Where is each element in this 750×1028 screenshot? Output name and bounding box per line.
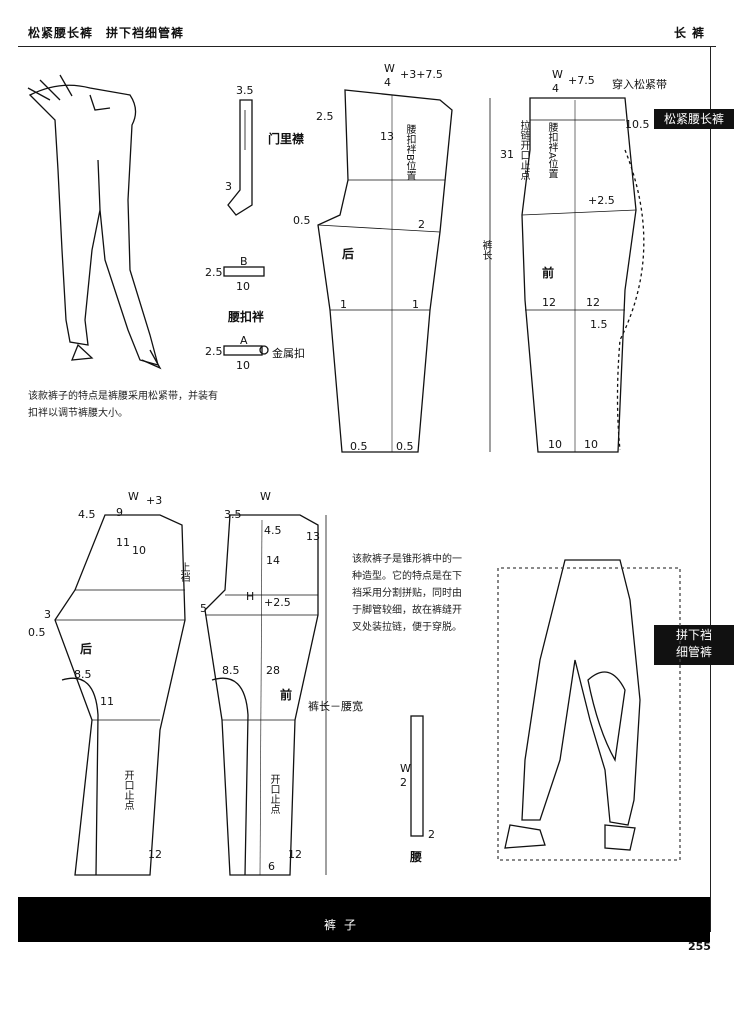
bottom-back-9: 9 bbox=[116, 506, 123, 519]
back-waist-formula-w: W bbox=[384, 62, 395, 75]
fly-label: 门里襟 bbox=[268, 132, 305, 146]
front-waist-plus: +7.5 bbox=[568, 74, 595, 87]
front-label-top: 前 bbox=[542, 266, 555, 280]
bottom-front-8-5: 8.5 bbox=[222, 664, 240, 677]
bottom-front-28: 28 bbox=[266, 664, 280, 677]
page-number: 255 bbox=[688, 940, 711, 953]
description-1: 该款裤子的特点是裤腰采用松紧带，并装有扣袢以调节裤腰大小。 bbox=[28, 391, 218, 419]
side-tab-line-2: 细管裤 bbox=[675, 645, 712, 659]
header-title: 松紧腰长裤 拼下裆细管裤 bbox=[28, 26, 185, 40]
length-minus-waist: 裤长－腰宽 bbox=[308, 700, 363, 713]
bottom-back-12: 12 bbox=[148, 848, 162, 861]
back-waist-plus: +3+7.5 bbox=[400, 68, 443, 81]
bottom-back-8-5: 8.5 bbox=[74, 668, 92, 681]
front-dim-1-5: 1.5 bbox=[590, 318, 608, 331]
side-tab-line-1: 拼下裆 bbox=[675, 628, 712, 642]
zip-stop-label: 拉链开口止点 bbox=[518, 120, 529, 180]
front-waist-w: W bbox=[552, 68, 563, 81]
side-tab-narrow-pants: 拼下裆 细管裤 bbox=[654, 625, 734, 665]
bottom-back-w: W bbox=[128, 490, 139, 503]
bottom-back-10: 10 bbox=[132, 544, 146, 557]
waistband-label: 腰 bbox=[410, 850, 423, 864]
bottom-back-plus: +3 bbox=[146, 494, 163, 507]
front-plus-2-5: +2.5 bbox=[588, 194, 615, 207]
loop-a-position: 腰扣袢A位置 bbox=[546, 122, 557, 179]
footer-band bbox=[18, 897, 710, 942]
front-dim-12b: 12 bbox=[586, 296, 600, 309]
back-dim-2: 2 bbox=[418, 218, 425, 231]
back-dim-1a: 1 bbox=[340, 298, 347, 311]
front-label-bottom: 前 bbox=[280, 688, 293, 702]
back-waist-formula-4: 4 bbox=[384, 76, 391, 89]
page-margin-line bbox=[710, 46, 711, 932]
crotch-label: 上裆 bbox=[178, 562, 189, 582]
waistband-width: 2 bbox=[428, 828, 435, 841]
tab-a-letter: A bbox=[240, 334, 248, 347]
bottom-back-11b: 11 bbox=[100, 695, 114, 708]
back-pattern-bottom bbox=[54, 514, 186, 876]
bottom-front-13: 13 bbox=[306, 530, 320, 543]
front-pattern-bottom bbox=[204, 514, 319, 876]
tab-b-dim: 2.5 bbox=[205, 266, 223, 279]
tab-b-letter: B bbox=[240, 255, 248, 268]
back-opening-stop: 开口止点 bbox=[122, 770, 133, 810]
back-label-top: 后 bbox=[342, 247, 355, 261]
back-dim-0-5: 0.5 bbox=[293, 214, 311, 227]
back-dim-13: 13 bbox=[380, 130, 394, 143]
figure-illustration-1 bbox=[27, 74, 162, 370]
tab-title: 腰扣袢 bbox=[228, 310, 265, 324]
waistband-w: W bbox=[400, 762, 411, 775]
dim-3-5: 3.5 bbox=[236, 84, 254, 97]
front-pattern-top bbox=[521, 97, 637, 453]
back-hem-a: 0.5 bbox=[350, 440, 368, 453]
front-opening-stop: 开口止点 bbox=[268, 774, 279, 814]
description-2: 该款裤子是锥形裤中的一种造型。它的特点是在下裆采用分割拼贴，同时由于脚管较细，故… bbox=[352, 554, 462, 633]
dim-3: 3 bbox=[225, 180, 232, 193]
bottom-back-11: 11 bbox=[116, 536, 130, 549]
back-dim-2-5: 2.5 bbox=[316, 110, 334, 123]
bottom-front-3-5: 3.5 bbox=[224, 508, 242, 521]
header-rule bbox=[18, 46, 716, 47]
front-hem-b: 10 bbox=[584, 438, 598, 451]
total-length-label: 裤长 bbox=[480, 240, 491, 260]
front-dim-10-5: 10.5 bbox=[625, 118, 650, 131]
elastic-label: 穿入松紧带 bbox=[612, 78, 667, 91]
waist-marker-b: 腰扣袢B位置 bbox=[404, 124, 415, 181]
back-hem-b: 0.5 bbox=[396, 440, 414, 453]
tab-a-len: 10 bbox=[236, 359, 250, 372]
front-waist-4: 4 bbox=[552, 82, 559, 95]
header-section: 长裤 bbox=[674, 26, 711, 40]
back-label-bottom: 后 bbox=[80, 642, 93, 656]
back-pattern-top bbox=[317, 89, 453, 453]
bottom-front-w: W bbox=[260, 490, 271, 503]
front-hem-a: 10 bbox=[548, 438, 562, 451]
tab-b-len: 10 bbox=[236, 280, 250, 293]
front-dim-12a: 12 bbox=[542, 296, 556, 309]
side-tab-elastic-waist: 松紧腰长裤 bbox=[654, 109, 734, 129]
bottom-back-4-5: 4.5 bbox=[78, 508, 96, 521]
back-dim-1b: 1 bbox=[412, 298, 419, 311]
metal-buckle-label: 金属扣 bbox=[272, 347, 305, 360]
bottom-front-5: 5 bbox=[200, 602, 207, 615]
waistband-2: 2 bbox=[400, 776, 407, 789]
figure-illustration-2 bbox=[497, 559, 681, 861]
bottom-back-3: 3 bbox=[44, 608, 51, 621]
bottom-front-h: H bbox=[246, 590, 255, 603]
bottom-front-12: 12 bbox=[288, 848, 302, 861]
bottom-front-plus: +2.5 bbox=[264, 596, 291, 609]
footer-title: 裤子 bbox=[324, 918, 365, 932]
front-dim-31: 31 bbox=[500, 148, 514, 161]
waistband-piece bbox=[410, 715, 424, 837]
bottom-front-14: 14 bbox=[266, 554, 280, 567]
tab-a-dim: 2.5 bbox=[205, 345, 223, 358]
bottom-front-6: 6 bbox=[268, 860, 275, 873]
bottom-front-4-5: 4.5 bbox=[264, 524, 282, 537]
bottom-back-0-5: 0.5 bbox=[28, 626, 46, 639]
fly-piece bbox=[227, 99, 253, 216]
